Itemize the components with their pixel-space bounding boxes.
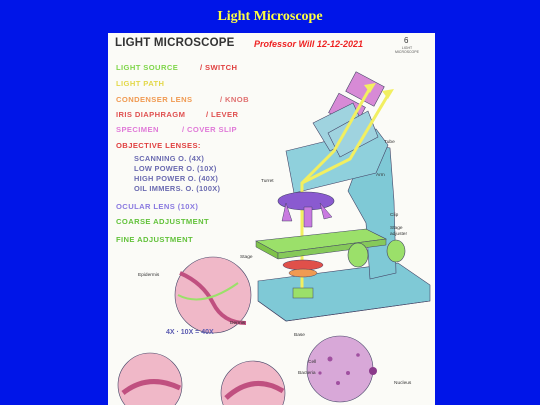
page-number: 6: [404, 36, 409, 45]
label-turret: Turret: [261, 179, 274, 184]
label-epidermis: Epidermis: [138, 273, 160, 278]
legend-scanning-objective: SCANNING O. (4X): [134, 154, 205, 163]
legend-objective-lenses: OBJECTIVE LENSES:: [116, 141, 201, 150]
label-dermis: Dermis: [230, 321, 246, 326]
legend-oil-immersion-objective: OIL IMMERS. O. (100X): [134, 184, 221, 193]
legend-light-path: LIGHT PATH: [116, 79, 165, 88]
legend-switch: / SWITCH: [200, 63, 238, 72]
legend-coarse-adjustment: COARSE ADJUSTMENT: [116, 217, 210, 226]
sheet-title: LIGHT MICROSCOPE: [115, 37, 235, 49]
label-cell: Cell: [308, 360, 317, 365]
microscope-illustration: [117, 71, 431, 405]
legend-high-power-objective: HIGH POWER O. (40X): [134, 174, 219, 183]
legend-cover-slip: / COVER SLIP: [182, 125, 238, 134]
legend-specimen: SPECIMEN: [116, 125, 159, 134]
sheet-author: Professor Will 12-12-2021: [254, 39, 363, 49]
legend-fine-adjustment: FINE ADJUSTMENT: [116, 235, 194, 244]
legend-light-source: LIGHT SOURCE: [116, 63, 179, 72]
legend-iris-diaphragm: IRIS DIAPHRAGM: [116, 110, 186, 119]
label-stage: Stage: [240, 255, 253, 260]
label-bacteria: Bacteria: [298, 371, 316, 376]
label-stage-adjuster: Stage adjuster: [390, 226, 408, 237]
coloring-sheet: LIGHT MICROSCOPE Professor Will 12-12-20…: [108, 33, 435, 405]
label-arm: Arm: [376, 173, 385, 178]
legend-low-power-objective: LOW POWER O. (10X): [134, 164, 217, 173]
legend-knob: / KNOB: [220, 95, 249, 104]
label-clip: Clip: [390, 213, 399, 218]
label-tube: Tube: [384, 140, 395, 145]
label-base: Base: [294, 333, 305, 338]
legend-ocular-lens: OCULAR LENS (10X): [116, 202, 199, 211]
slide-title: Light Microscope: [217, 9, 323, 24]
page-tag: LIGHT MICROSCOPE: [395, 46, 419, 54]
legend-condenser-lens: CONDENSER LENS: [116, 95, 193, 104]
label-nucleus: Nucleus: [394, 381, 412, 386]
legend-lever: / LEVER: [206, 110, 239, 119]
magnification-note: 4X · 10X = 40X: [166, 329, 214, 336]
